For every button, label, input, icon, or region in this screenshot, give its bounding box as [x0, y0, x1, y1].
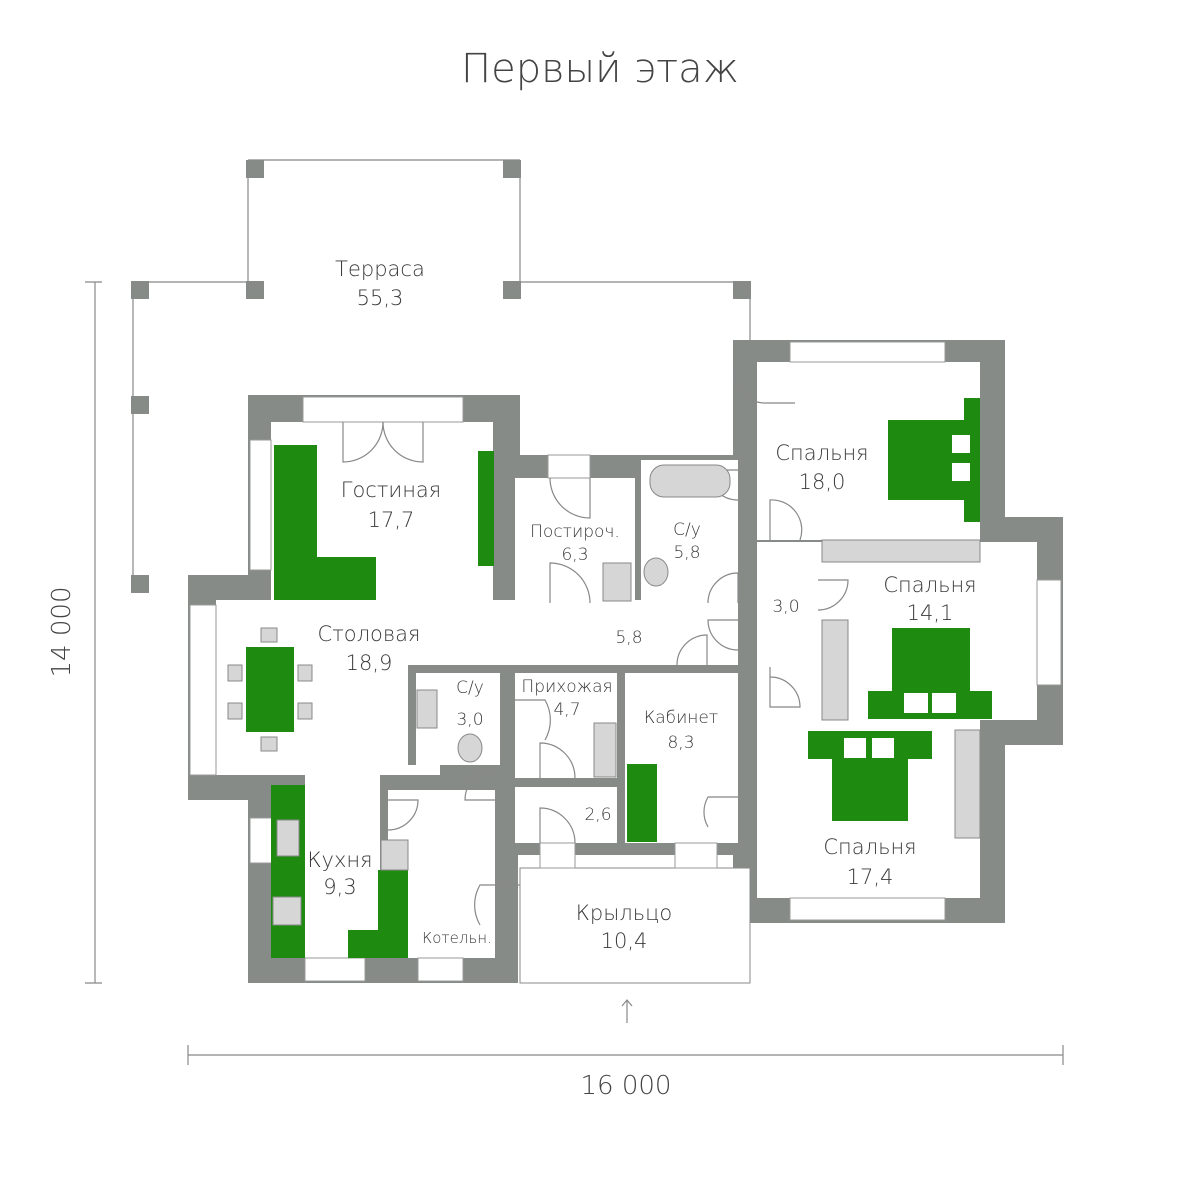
sofa-icon: [274, 445, 376, 600]
terrace-name: Терраса: [335, 257, 425, 281]
dining-table-icon: [246, 647, 294, 732]
dining-name: Столовая: [318, 622, 421, 646]
entry-area: 4,7: [553, 700, 580, 720]
tv-stand-icon: [478, 451, 494, 566]
entrance-arrow-icon: [621, 999, 633, 1023]
boiler-name: Котельн.: [422, 929, 492, 947]
porch-area: 10,4: [601, 929, 648, 953]
bath1-name: С/у: [673, 520, 701, 540]
bedroom1-name: Спальня: [775, 441, 868, 465]
bath2-area: 3,0: [456, 710, 483, 730]
height-dimension: 14 000: [47, 281, 102, 984]
bedroom3-name: Спальня: [823, 835, 916, 859]
furniture: [227, 398, 992, 958]
living-area: 17,7: [368, 508, 415, 532]
bedroom2-area: 14,1: [907, 601, 954, 625]
desk-icon: [627, 764, 657, 842]
office-name: Кабинет: [644, 708, 718, 728]
laundry-area: 6,3: [561, 545, 588, 565]
bath1-area: 5,8: [673, 543, 700, 563]
corridor-area: 3,0: [772, 597, 799, 617]
living-name: Гостиная: [341, 478, 441, 502]
entry-name: Прихожая: [521, 677, 612, 697]
terrace-area: 55,3: [357, 286, 404, 310]
windows: [189, 341, 1062, 982]
height-label: 14 000: [47, 587, 77, 678]
dining-area: 18,9: [346, 651, 393, 675]
width-dimension: 16 000: [187, 1045, 1064, 1101]
office-area: 8,3: [667, 733, 694, 753]
width-label: 16 000: [581, 1071, 672, 1101]
plan-title: Первый этаж: [461, 46, 739, 92]
doors: [342, 372, 849, 926]
hall-area: 5,8: [615, 628, 642, 648]
terrace: [131, 159, 751, 593]
laundry-name: Постироч.: [530, 522, 620, 542]
porch-name: Крыльцо: [576, 901, 673, 925]
bath2-name: С/у: [456, 678, 484, 698]
bedroom1-area: 18,0: [799, 470, 846, 494]
bedroom2-name: Спальня: [883, 573, 976, 597]
vestibule-area: 2,6: [584, 805, 611, 825]
bed-icon: [888, 398, 980, 522]
kitchen-name: Кухня: [307, 848, 372, 872]
kitchen-counter-icon: [271, 785, 305, 958]
bedroom3-area: 17,4: [847, 865, 894, 889]
room-labels: Терраса 55,3 Гостиная 17,7 Столовая 18,9…: [307, 257, 976, 953]
kitchen-area: 9,3: [323, 875, 356, 899]
